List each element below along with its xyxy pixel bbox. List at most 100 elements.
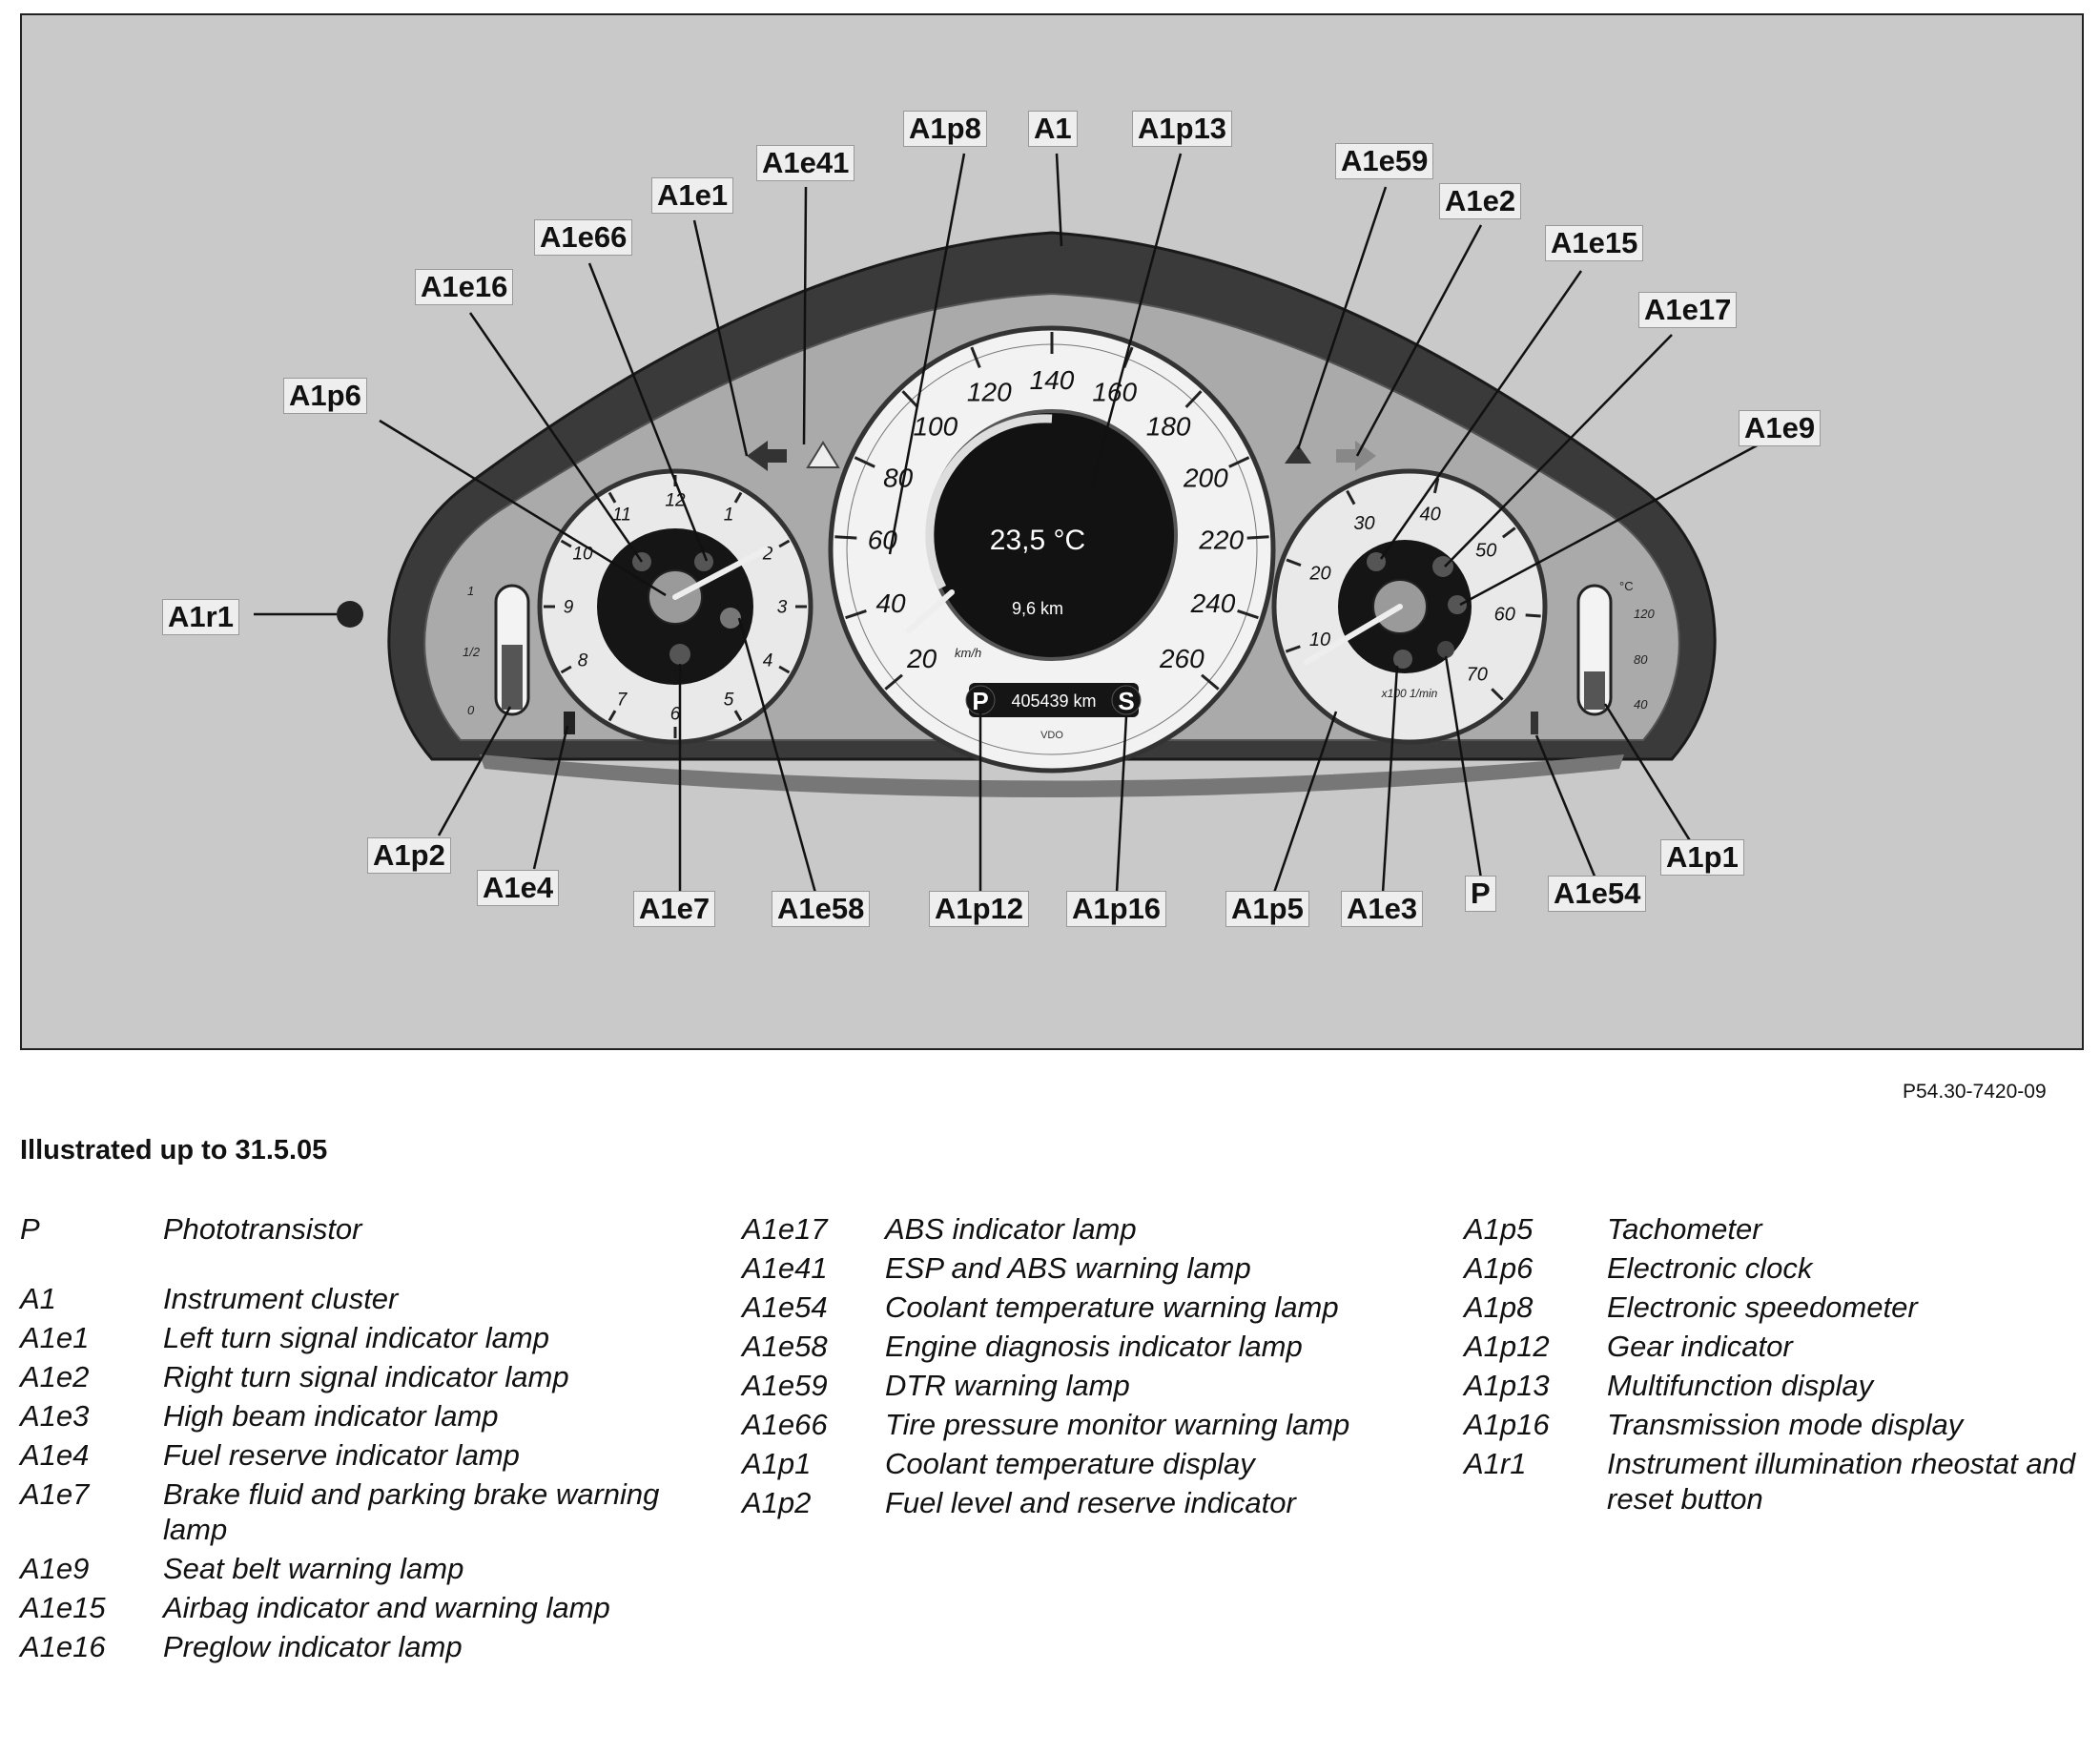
callout-p: P: [1465, 876, 1496, 912]
speed-tick: [834, 535, 857, 540]
legend-code: A1p5: [1464, 1212, 1534, 1246]
right-turn-arrow-icon: [1336, 441, 1376, 471]
fuel-tick-half: 1/2: [463, 645, 481, 659]
fuel-gauge: 1 1/2 0: [463, 584, 575, 734]
speed-tick-label: 180: [1146, 411, 1191, 441]
callout-a1e15: A1e15: [1545, 225, 1644, 261]
legend-code: A1e66: [742, 1408, 828, 1441]
speed-tick: [901, 390, 919, 408]
legend-code: A1p16: [1464, 1408, 1550, 1441]
callout-a1e41: A1e41: [756, 145, 855, 181]
callout-a1e2: A1e2: [1439, 183, 1522, 219]
legend-desc: Brake fluid and parking brake warning la…: [163, 1477, 660, 1546]
speed-unit: km/h: [955, 646, 981, 660]
speed-tick-label: 20: [906, 644, 937, 673]
speed-tick-label: 100: [913, 411, 957, 441]
legend-desc: ABS indicator lamp: [885, 1212, 1137, 1246]
callout-a1e3: A1e3: [1341, 891, 1424, 927]
legend-code: A1e2: [20, 1360, 90, 1393]
legend-code: A1e58: [742, 1330, 828, 1363]
dtr-icon: [1285, 444, 1311, 464]
speed-tick: [1228, 456, 1250, 468]
trip-readout: 9,6 km: [1012, 599, 1063, 618]
legend-code: A1e15: [20, 1591, 106, 1624]
legend-code: A1p6: [1464, 1251, 1534, 1285]
clock-tick-label: 8: [578, 651, 588, 671]
legend-desc: Coolant temperature display: [885, 1447, 1255, 1480]
clock-tick-label: 3: [777, 598, 788, 618]
callout-a1e58: A1e58: [772, 891, 871, 927]
rpm-tick-label: 40: [1420, 504, 1441, 525]
legend-code: A1e3: [20, 1399, 90, 1433]
speed-tick: [1184, 390, 1203, 408]
speed-tick-label: 240: [1190, 588, 1236, 618]
legend-desc: DTR warning lamp: [885, 1369, 1130, 1402]
callout-a1e59: A1e59: [1335, 143, 1434, 179]
rpm-tick-label: 20: [1308, 563, 1330, 584]
gear-letter: P: [972, 687, 988, 715]
speed-tick: [1246, 535, 1269, 540]
speed-tick: [1201, 673, 1220, 691]
legend-desc: Multifunction display: [1607, 1369, 1874, 1402]
legend-code: A1e9: [20, 1552, 90, 1585]
speed-tick-label: 80: [883, 464, 914, 493]
clock-tick: [560, 539, 572, 548]
rpm-tick-label: 10: [1309, 629, 1330, 650]
legend-code: A1p8: [1464, 1290, 1534, 1324]
engine-icon: [720, 608, 741, 629]
legend-desc: Tachometer: [1607, 1212, 1762, 1246]
callout-a1e17: A1e17: [1638, 292, 1738, 328]
clock-tick: [778, 665, 791, 674]
speed-tick: [854, 456, 875, 468]
callout-a1r1: A1r1: [162, 599, 239, 635]
rpm-tick: [1432, 477, 1440, 494]
figure-code: P54.30-7420-09: [1903, 1081, 2047, 1103]
rpm-tick: [1346, 489, 1356, 506]
clock-tick-label: 11: [612, 506, 631, 526]
legend-desc: Electronic speedometer: [1607, 1290, 1918, 1324]
callout-a1e9: A1e9: [1739, 410, 1822, 446]
fuel-tick-empty: 0: [467, 703, 475, 717]
speed-tick-label: 220: [1198, 525, 1244, 554]
brand-mark: VDO: [1040, 730, 1063, 741]
legend-desc: Fuel reserve indicator lamp: [163, 1438, 520, 1472]
speed-tick-label: 260: [1159, 644, 1204, 673]
callout-a1e1: A1e1: [651, 177, 734, 214]
speed-tick: [845, 609, 867, 620]
legend-code: A1e41: [742, 1251, 828, 1285]
legend-code: A1e7: [20, 1477, 90, 1511]
seatbelt-icon: [1448, 595, 1467, 614]
high-beam-icon: [1393, 650, 1412, 669]
clock-tick: [560, 665, 572, 674]
speed-tick: [884, 673, 903, 691]
clock-tick-label: 9: [564, 598, 574, 618]
rpm-tick: [1285, 645, 1301, 653]
coolant-tick-40: 40: [1634, 697, 1648, 712]
legend-row: A1p5 Tachometer: [1464, 1211, 2100, 1247]
legend-code: A1e54: [742, 1290, 828, 1324]
clock-tick-label: 4: [763, 651, 773, 671]
legend-desc: Right turn signal indicator lamp: [163, 1360, 569, 1393]
rpm-unit: x100 1/min: [1381, 687, 1438, 700]
cluster-bottom-lip: [480, 754, 1624, 797]
rpm-tick: [1525, 613, 1541, 618]
fuel-tick-full: 1: [467, 584, 474, 598]
legend-desc: High beam indicator lamp: [163, 1399, 499, 1433]
legend-desc: Instrument illumination rheostat and res…: [1607, 1447, 2076, 1516]
speed-tick-label: 120: [967, 377, 1012, 406]
legend-desc: Instrument cluster: [163, 1282, 399, 1315]
legend-desc: Phototransistor: [163, 1212, 362, 1246]
